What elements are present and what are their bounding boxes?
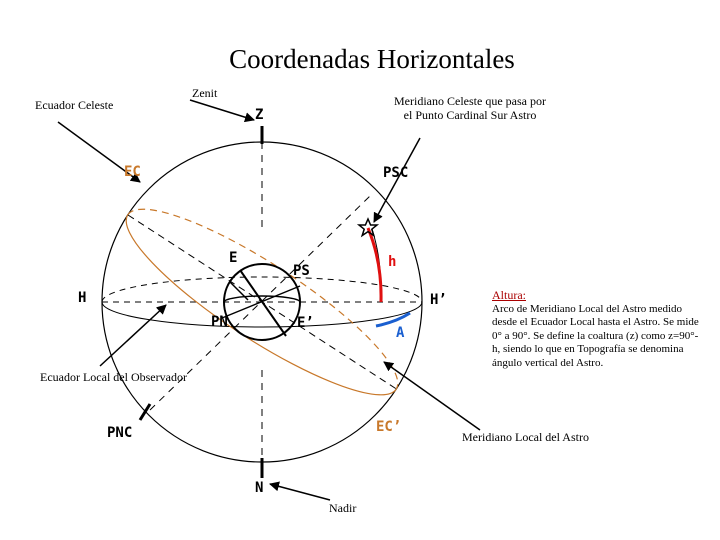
- note-ecuador-local: Ecuador Local del Observador: [40, 370, 187, 384]
- ecuador-celeste-arrow: [57, 121, 141, 183]
- note-ecuador-celeste: Ecuador Celeste: [35, 98, 114, 112]
- altura-text: Arco de Meridiano Local del Astro medido…: [492, 302, 699, 369]
- label-z: Z: [255, 107, 263, 123]
- altitude-arc: [366, 227, 383, 303]
- label-h: h: [388, 254, 396, 270]
- local-horizon-back: [101, 276, 423, 303]
- label-ec: EC: [124, 164, 141, 180]
- label-e: E: [229, 250, 237, 266]
- note-meridiano-local: Meridiano Local del Astro: [462, 430, 589, 444]
- altura-title: Altura:: [492, 288, 526, 302]
- note-nadir: Nadir: [329, 501, 357, 515]
- observer-diagonal: [221, 285, 301, 319]
- note-meridiano-celeste: Meridiano Celeste que pasa por el Punto …: [394, 94, 546, 122]
- label-pn: PN: [211, 314, 228, 330]
- pn-arrow: [229, 281, 249, 301]
- label-psc: PSC: [383, 165, 408, 181]
- azimuth-arc: [375, 311, 411, 328]
- observer-axis: [239, 269, 287, 337]
- nadir-arrow: [269, 481, 331, 501]
- label-n: N: [255, 480, 263, 496]
- label-h-west: H: [78, 290, 86, 306]
- label-ps: PS: [293, 263, 310, 279]
- note-zenit: Zenit: [192, 86, 218, 100]
- label-h-east: H’: [430, 292, 447, 308]
- star-icon: [356, 217, 380, 238]
- celestial-equator-back: [127, 208, 399, 390]
- celestial-equator-front: [125, 214, 397, 396]
- label-pnc: PNC: [107, 425, 132, 441]
- local-horizon-front: [101, 301, 423, 328]
- altura-definition: Altura: Arco de Meridiano Local del Astr…: [492, 288, 702, 370]
- page-title: Coordenadas Horizontales: [229, 44, 515, 74]
- label-e-prime: E’: [297, 315, 314, 331]
- zenit-arrow: [189, 99, 255, 123]
- observer-horizon: [223, 295, 301, 303]
- meridiano-celeste-arrow: [373, 137, 421, 223]
- label-ec-prime: EC’: [376, 419, 401, 435]
- ecuador-local-arrow: [99, 304, 167, 367]
- label-a: A: [396, 325, 405, 341]
- pnc-tick: [138, 403, 152, 421]
- meridiano-local-arrow: [383, 361, 481, 431]
